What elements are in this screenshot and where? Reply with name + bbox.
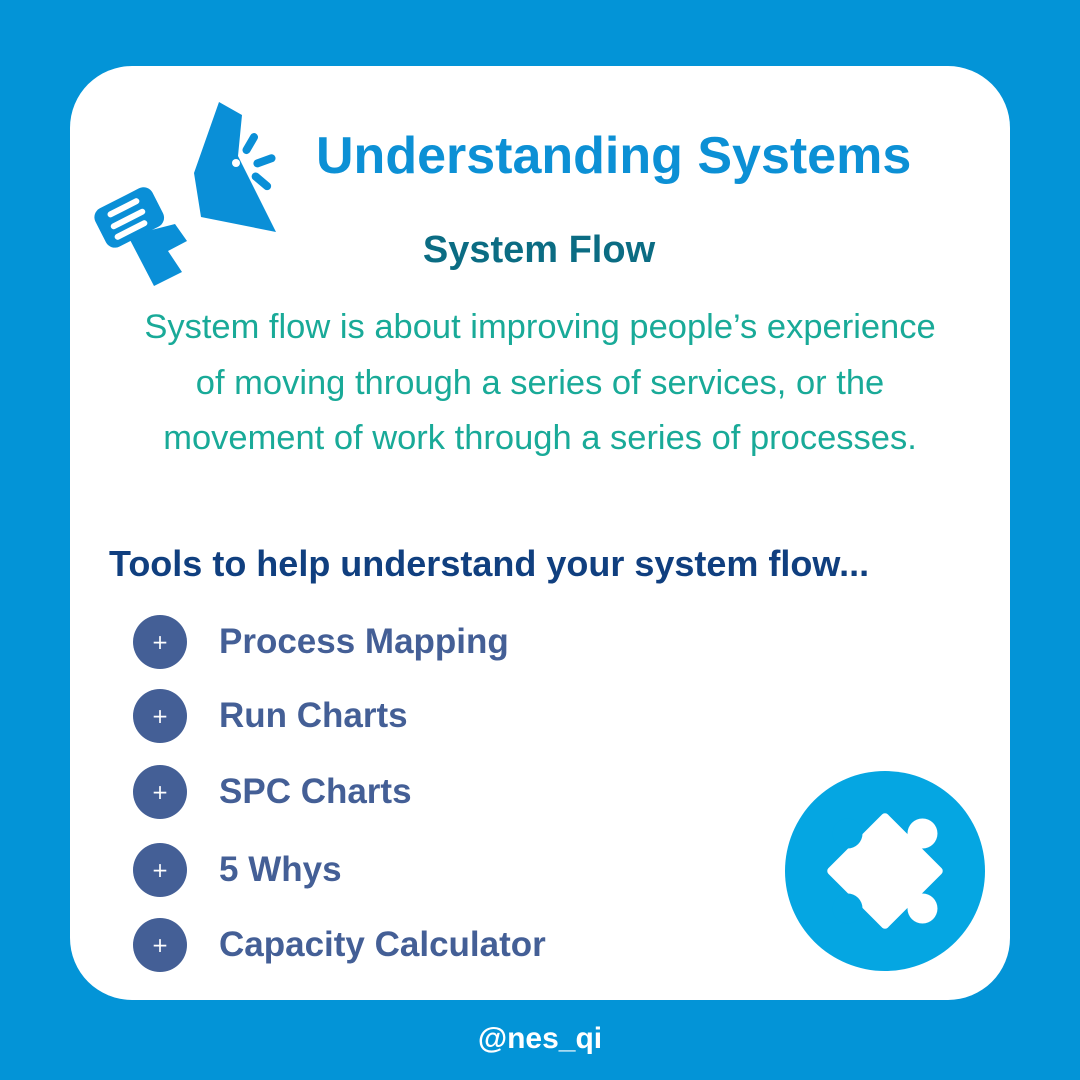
section-subtitle-text: System Flow <box>422 229 656 271</box>
tool-item-spc-charts: + SPC Charts <box>133 765 412 819</box>
megaphone-icon <box>94 102 276 286</box>
system-flow-description: System flow is about improving people’s … <box>144 308 936 457</box>
puzzle-piece-cutouts <box>832 818 863 924</box>
plus-icon: + <box>133 689 187 743</box>
plus-icon: + <box>133 765 187 819</box>
puzzle-badge <box>785 771 985 971</box>
tool-label: 5 Whys <box>219 850 342 889</box>
puzzle-piece-icon <box>785 771 985 971</box>
tool-item-process-mapping: + Process Mapping <box>133 615 509 669</box>
tool-item-5-whys: + 5 Whys <box>133 843 342 897</box>
tool-label: Process Mapping <box>219 622 509 661</box>
plus-icon: + <box>133 615 187 669</box>
page-title: Understanding Systems <box>316 127 912 185</box>
tools-heading: Tools to help understand your system flo… <box>109 543 870 584</box>
tool-label: SPC Charts <box>219 772 412 811</box>
tool-label: Run Charts <box>219 696 408 735</box>
tool-item-capacity-calculator: + Capacity Calculator <box>133 918 546 972</box>
section-subtitle: System Flow <box>0 226 1080 274</box>
plus-icon: + <box>133 843 187 897</box>
megaphone-shape <box>94 102 276 286</box>
plus-icon: + <box>133 918 187 972</box>
social-handle-text: @nes_qi <box>477 1022 603 1055</box>
social-handle: @nes_qi <box>0 1019 1080 1059</box>
tool-item-run-charts: + Run Charts <box>133 689 408 743</box>
tool-label: Capacity Calculator <box>219 925 546 964</box>
